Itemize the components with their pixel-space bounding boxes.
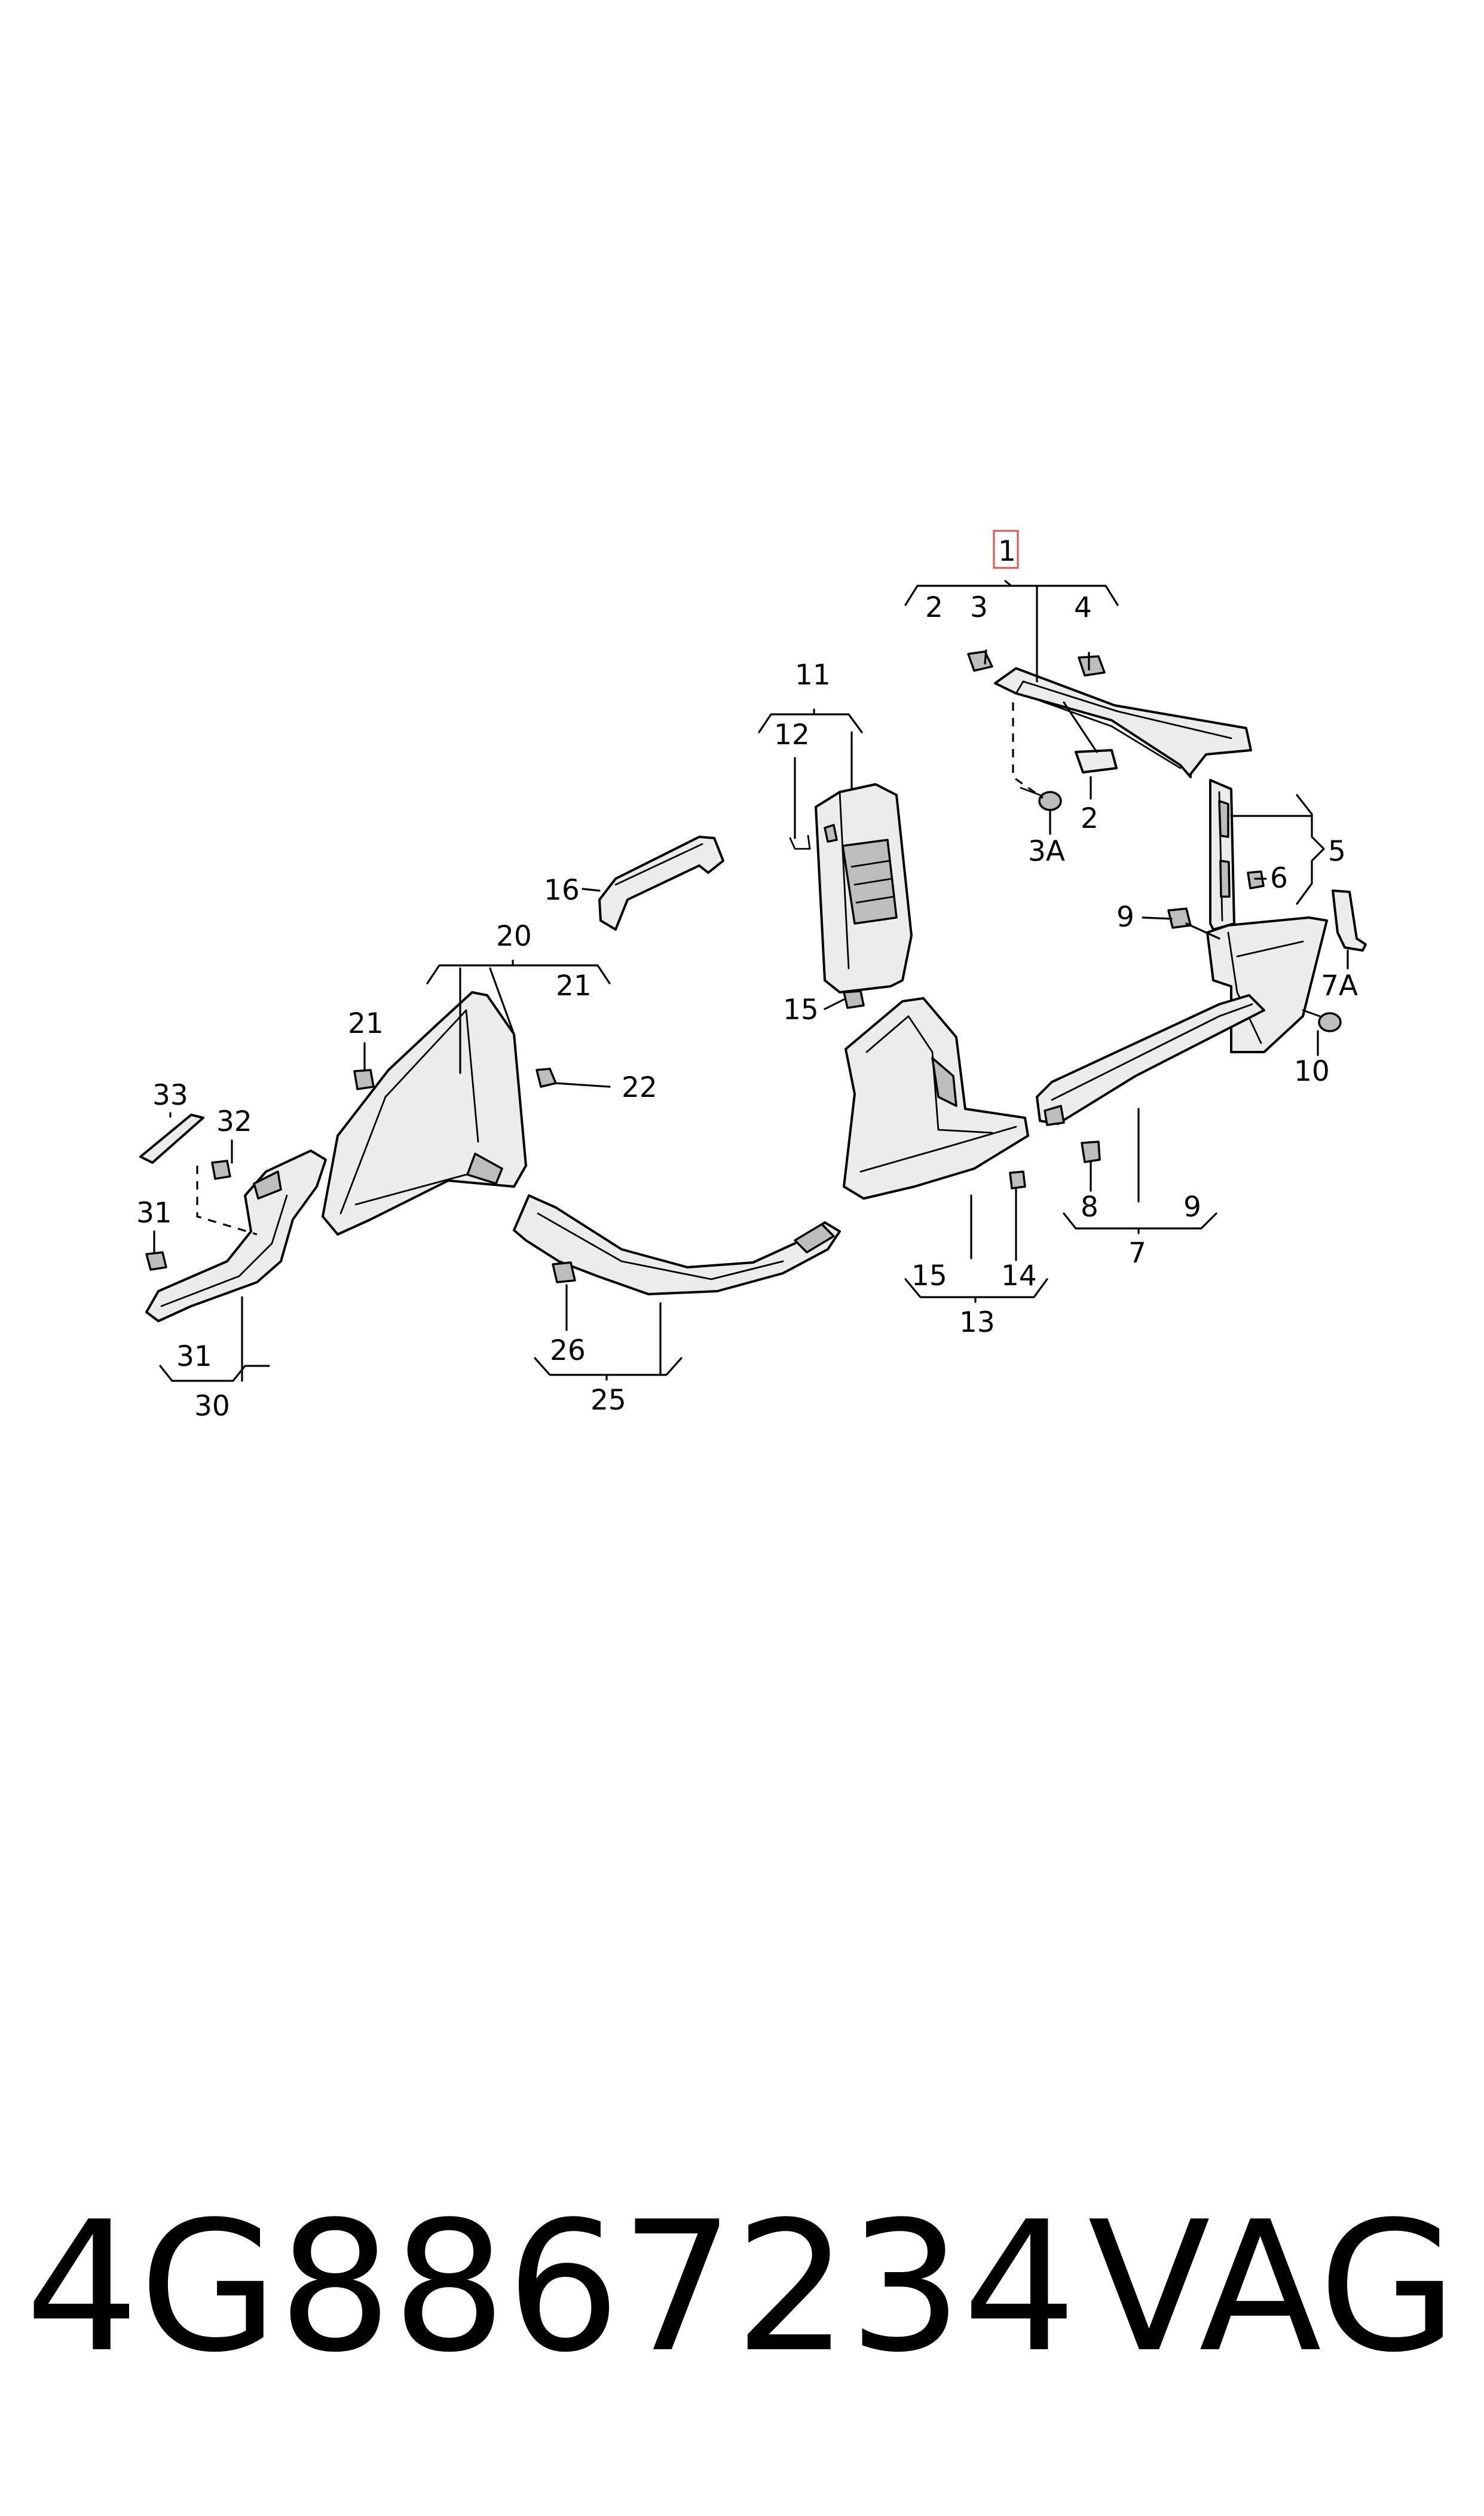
center-pillar-lower-trim	[843, 997, 1029, 1200]
callout-13: 13	[959, 1306, 995, 1339]
callout-3A: 3A	[1028, 835, 1065, 868]
grab-handle-bracket	[598, 836, 724, 931]
callout-31: 31	[136, 1197, 172, 1230]
callout-15: 15	[783, 993, 819, 1026]
callout-7: 7	[1128, 1237, 1146, 1270]
clip-22	[536, 1068, 557, 1088]
brand-name: VAG	[1088, 2183, 1457, 2392]
clip-26	[552, 1261, 576, 1283]
highlight-box	[993, 530, 1019, 569]
callout-21: 21	[348, 1007, 384, 1040]
lower-b-pillar-trim	[1206, 916, 1328, 1053]
bracket-group-30	[153, 1112, 270, 1382]
bracket-group-13	[824, 998, 1048, 1303]
clip-4	[1078, 655, 1106, 677]
bracket-group-25	[534, 1284, 683, 1381]
callout-3: 3	[970, 591, 988, 624]
bracket-group-11	[758, 708, 863, 839]
clip-8	[1081, 1141, 1101, 1163]
bracket-group-16	[582, 888, 601, 892]
guide-33	[139, 1114, 204, 1164]
callout-9: 9	[1183, 1191, 1201, 1224]
front-sill-trim	[1036, 994, 1265, 1126]
callout-7A: 7A	[1321, 970, 1358, 1002]
bracket-group-1	[904, 580, 1119, 835]
callout-5: 5	[1328, 835, 1346, 868]
bracket-group-7	[1063, 1108, 1217, 1234]
bracket-7A	[1332, 889, 1367, 952]
callout-12: 12	[774, 719, 810, 751]
clip-2-lower	[1075, 749, 1118, 774]
b-pillar-strip	[1209, 779, 1235, 931]
callout-22: 22	[622, 1071, 657, 1104]
callout-15: 15	[911, 1259, 947, 1292]
rear-sill-trim	[513, 1194, 841, 1295]
clip-6	[1247, 870, 1265, 889]
callout-31: 31	[176, 1340, 212, 1373]
clip-31	[145, 1251, 167, 1271]
callout-32: 32	[216, 1105, 252, 1138]
callout-25: 25	[590, 1384, 626, 1417]
callout-11: 11	[795, 659, 831, 692]
callout-1: 1	[998, 535, 1016, 568]
clip-14	[1009, 1170, 1026, 1190]
callout-16: 16	[544, 874, 580, 907]
screw-3A	[1020, 787, 1062, 811]
screw-10	[1302, 1009, 1342, 1032]
callout-14: 14	[1001, 1259, 1037, 1292]
clip-3	[967, 650, 993, 672]
callout-30: 30	[194, 1390, 230, 1423]
clip-21	[353, 1069, 375, 1090]
c-pillar-lower-trim	[322, 991, 527, 1236]
a-pillar-trim	[994, 667, 1252, 778]
callout-2: 2	[1081, 802, 1099, 835]
callout-9: 9	[1116, 901, 1134, 934]
callout-33: 33	[152, 1079, 188, 1112]
callout-8: 8	[1081, 1191, 1099, 1224]
callout-10: 10	[1294, 1055, 1330, 1088]
bracket-group-5	[1142, 794, 1349, 1056]
callout-6: 6	[1270, 862, 1288, 895]
bracket-group-20	[363, 959, 611, 1088]
part-number: 4G8867234	[25, 2183, 1076, 2392]
callout-21: 21	[556, 970, 592, 1002]
hook-12	[789, 834, 811, 850]
callout-4: 4	[1074, 591, 1092, 624]
clip-15-upper	[843, 990, 865, 1009]
b-pillar-upper-trim	[815, 783, 913, 993]
callout-2: 2	[925, 591, 943, 624]
callout-26: 26	[550, 1334, 586, 1367]
rear-lower-trim	[145, 1150, 327, 1322]
clip-32	[211, 1160, 231, 1180]
callout-20: 20	[496, 920, 532, 953]
